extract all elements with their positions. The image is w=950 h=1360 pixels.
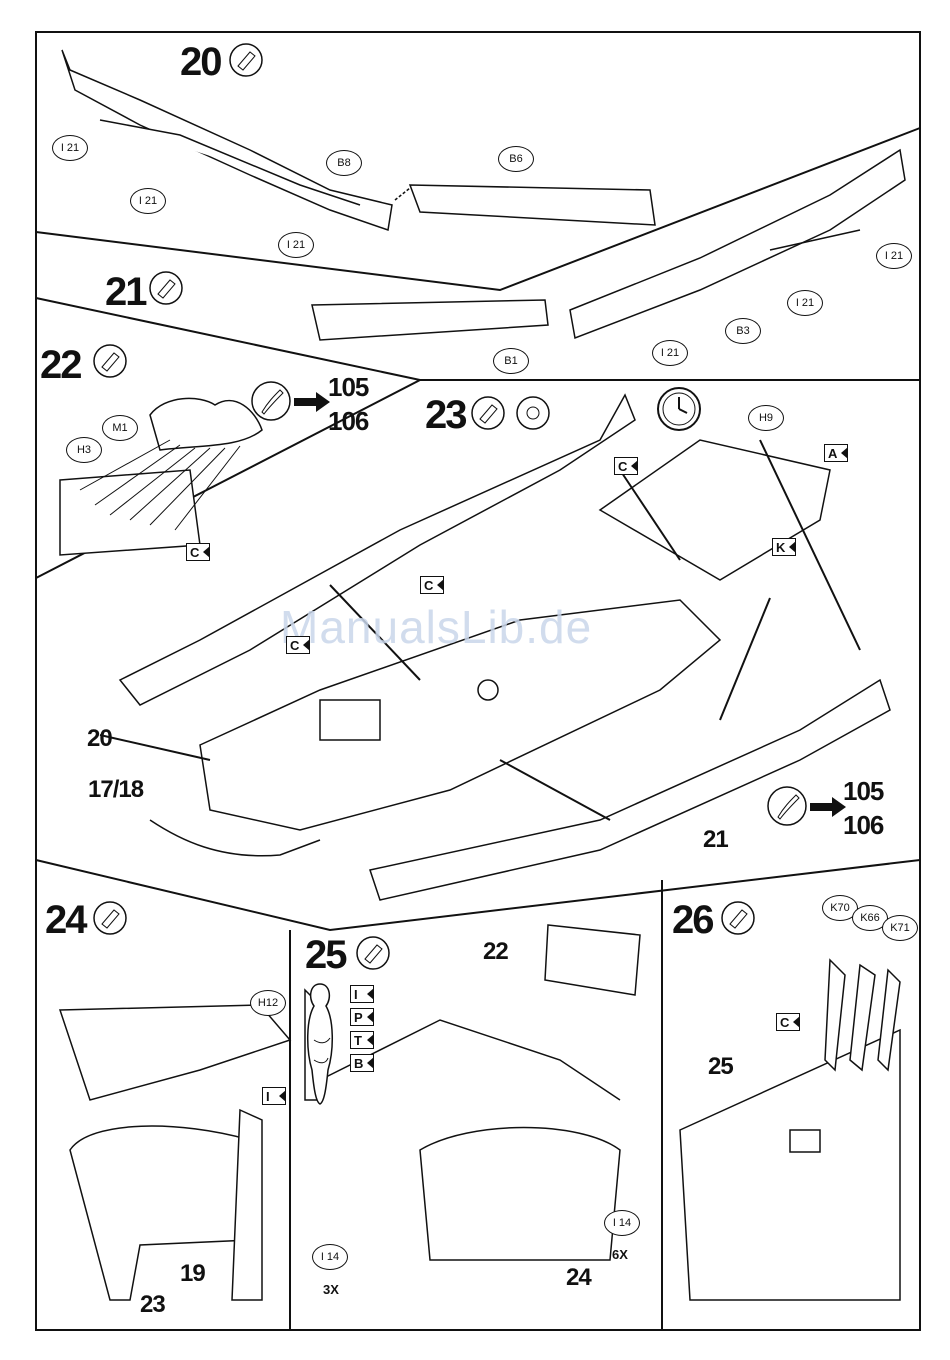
callout-17-18: 17/18 <box>88 778 143 802</box>
step-number-26: 26 <box>672 900 713 940</box>
step-number-24: 24 <box>45 900 86 940</box>
glue-tube-icon <box>92 343 128 379</box>
glue-tube-icon <box>148 270 184 306</box>
paint-tag-c: C <box>614 457 638 475</box>
part-i21: I 21 <box>876 243 912 269</box>
glue-tube-icon <box>92 900 128 936</box>
callout-19: 19 <box>180 1262 205 1286</box>
part-i21: I 21 <box>130 188 166 214</box>
callout-23: 23 <box>140 1293 165 1317</box>
paint-brush-icon <box>766 785 808 827</box>
part-h9: H9 <box>748 405 784 431</box>
step-number-20: 20 <box>180 42 221 82</box>
callout-20: 20 <box>87 727 112 751</box>
paint-tag-i: I <box>350 985 374 1003</box>
glue-tube-icon <box>470 395 506 431</box>
watermark: ManualsLib.de <box>280 600 592 654</box>
part-k71: K71 <box>882 915 918 941</box>
paint-tag-i: I <box>262 1087 286 1105</box>
step24-drawing <box>60 1005 290 1300</box>
step-number-21: 21 <box>105 272 146 312</box>
part-i14: I 14 <box>604 1210 640 1236</box>
quantity-3x: 3X <box>323 1283 339 1296</box>
arrow-right-icon <box>808 795 848 819</box>
glue-tube-icon <box>720 900 756 936</box>
paint-code-106-step22: 106 <box>328 408 368 434</box>
part-m1: M1 <box>102 415 138 441</box>
part-b6: B6 <box>498 146 534 172</box>
part-h3: H3 <box>66 437 102 463</box>
step-number-25: 25 <box>305 935 346 975</box>
part-i21: I 21 <box>52 135 88 161</box>
paint-code-105-step22: 105 <box>328 374 368 400</box>
paint-code-106-step23: 106 <box>843 812 883 838</box>
part-i21: I 21 <box>787 290 823 316</box>
paint-tag-c: C <box>286 636 310 654</box>
callout-22: 22 <box>483 940 508 964</box>
step-number-23: 23 <box>425 395 466 435</box>
paint-tag-c: C <box>776 1013 800 1031</box>
paint-tag-c: C <box>420 576 444 594</box>
part-h12: H12 <box>250 990 286 1016</box>
part-b8: B8 <box>326 150 362 176</box>
glue-dispenser-icon <box>515 395 551 431</box>
glue-tube-icon <box>355 935 391 971</box>
clock-icon <box>655 385 703 433</box>
part-i14: I 14 <box>312 1244 348 1270</box>
step25-drawing <box>305 925 640 1260</box>
part-i21: I 21 <box>652 340 688 366</box>
step-number-22: 22 <box>40 345 81 385</box>
callout-24: 24 <box>566 1266 591 1290</box>
step26-drawing <box>680 960 900 1300</box>
part-b1: B1 <box>493 348 529 374</box>
figurehead-icon <box>300 980 340 1108</box>
part-b3: B3 <box>725 318 761 344</box>
paint-tag-p: P <box>350 1008 374 1026</box>
paint-brush-icon <box>250 380 292 422</box>
part-i21: I 21 <box>278 232 314 258</box>
paint-tag-t: T <box>350 1031 374 1049</box>
callout-25: 25 <box>708 1055 733 1079</box>
paint-tag-c: C <box>186 543 210 561</box>
glue-tube-icon <box>228 42 264 78</box>
paint-code-105-step23: 105 <box>843 778 883 804</box>
paint-tag-b: B <box>350 1054 374 1072</box>
paint-tag-a: A <box>824 444 848 462</box>
quantity-6x: 6X <box>612 1248 628 1261</box>
arrow-right-icon <box>292 390 332 414</box>
callout-21: 21 <box>703 828 728 852</box>
paint-tag-k: K <box>772 538 796 556</box>
